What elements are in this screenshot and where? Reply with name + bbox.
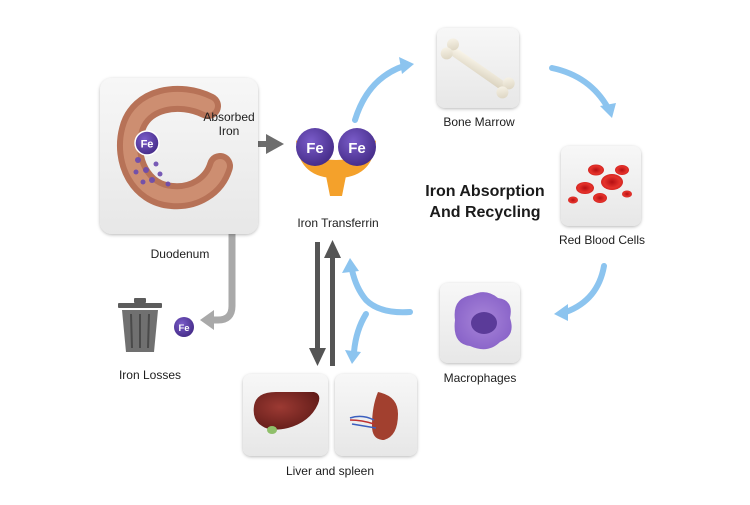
arrow-transferrin-to-bone-marrow — [352, 63, 407, 123]
red-blood-cells-label: Red Blood Cells — [558, 233, 646, 247]
red-blood-cells-icon — [568, 164, 632, 204]
arrow-head — [600, 103, 616, 118]
arrow-head — [554, 304, 568, 321]
arrow-head — [399, 57, 414, 74]
absorbed-iron-label: Absorbed Iron — [196, 110, 262, 138]
arrow-head — [342, 258, 359, 273]
cycle-arrows — [342, 57, 616, 364]
arrow-macrophages-to-transferrin — [349, 267, 413, 316]
fe-label: Fe — [306, 140, 324, 157]
arrow-head — [345, 350, 361, 364]
iron-losses-label: Iron Losses — [118, 368, 182, 382]
title-line2: And Recycling — [429, 204, 541, 221]
fe-duodenum-icon — [134, 130, 160, 156]
fe-label: Fe — [348, 140, 366, 157]
arrow-rbc-to-macrophages — [563, 263, 607, 315]
arrow-macrophages-to-liver — [351, 311, 369, 355]
macrophages-label: Macrophages — [443, 371, 517, 385]
spleen-card — [335, 374, 417, 456]
bone-icon — [440, 38, 515, 99]
iron-loss-arrow — [200, 166, 236, 330]
absorbed-iron-line2: Iron — [218, 124, 240, 138]
absorbed-iron-line1: Absorbed — [203, 110, 255, 124]
iron-particles — [133, 157, 171, 187]
arrow-down-head — [309, 348, 326, 366]
arrow-up-head — [324, 240, 341, 258]
spleen-icon — [372, 392, 398, 440]
iron-transferrin-label: Iron Transferrin — [297, 216, 379, 230]
fe-ball-left-icon — [296, 128, 334, 166]
duodenum-card: Fe — [100, 78, 258, 234]
bone-marrow-card — [437, 28, 519, 108]
iron-transferrin-icon: Fe Fe — [296, 128, 376, 196]
bone-marrow-label: Bone Marrow — [443, 115, 515, 129]
fe-loss-icon: Fe — [174, 317, 194, 337]
diagram-title: Iron Absorption And Recycling — [410, 181, 560, 223]
arrow-bone-marrow-to-rbc — [549, 65, 611, 111]
title-line1: Iron Absorption — [425, 183, 545, 200]
macrophages-card — [440, 283, 520, 363]
rbc-card — [561, 146, 641, 226]
liver-icon — [253, 392, 320, 430]
fe-ball-right-icon — [338, 128, 376, 166]
fe-label: Fe — [178, 323, 189, 334]
duodenum-label: Duodenum — [150, 247, 210, 261]
trash-can-icon — [118, 298, 162, 352]
liver-and-spleen-label: Liver and spleen — [285, 464, 375, 478]
liver-card — [243, 374, 328, 456]
fe-label: Fe — [141, 139, 154, 151]
transferrin-liver-arrows — [309, 240, 341, 366]
